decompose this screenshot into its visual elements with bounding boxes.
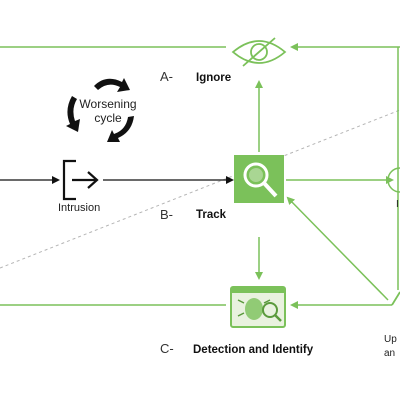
eye-slash-icon	[231, 37, 287, 67]
cycle-label-line2: cycle	[94, 111, 122, 125]
magnifier-screen-icon	[234, 155, 284, 203]
cycle-label-line1: Worsening	[79, 97, 137, 111]
update-to-track-arrow	[286, 196, 389, 301]
update-partial-label: Up an	[384, 333, 397, 361]
bug-screen-icon	[230, 286, 286, 328]
cycle-arrows-icon	[66, 78, 134, 142]
option-c-label: Detection and Identify	[193, 344, 314, 356]
update-partial-line1: Up	[384, 334, 397, 345]
option-a-letter: A-	[160, 69, 173, 84]
update-node-partial	[391, 291, 400, 306]
option-b-label: Track	[196, 209, 227, 221]
option-b-letter: B-	[160, 207, 173, 222]
update-partial-line2: an	[384, 348, 396, 359]
option-a-label: Ignore	[196, 72, 232, 84]
intrusion-label: Intrusion	[58, 202, 101, 214]
login-arrow-icon	[62, 159, 99, 201]
option-c-letter: C-	[160, 341, 174, 356]
right-partial-label: I	[396, 199, 399, 210]
right-node-partial	[387, 167, 400, 193]
dashed-boundary-line	[0, 109, 400, 269]
cycle-label: Worsening cycle	[72, 97, 144, 125]
